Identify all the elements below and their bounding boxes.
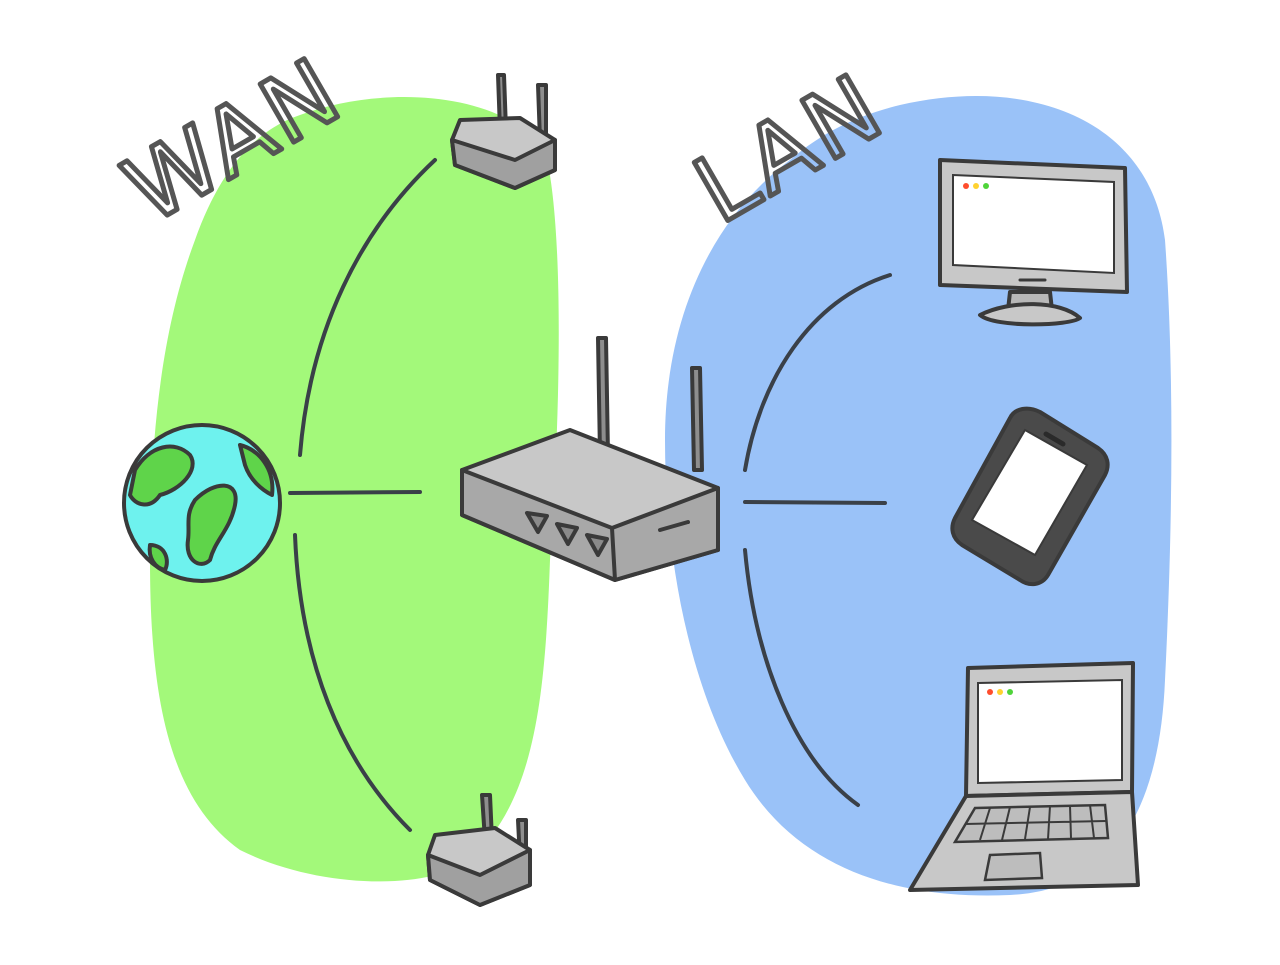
access-point-top-icon [450,73,557,190]
wire-router-to-laptop [743,548,860,807]
smartphone-icon [950,406,1110,587]
wan-zone [150,97,559,882]
wire-router-to-phone [743,500,887,505]
wire-globe-to-router [288,490,422,495]
router-icon [460,336,720,582]
wire-globe-to-ap-top [298,158,437,457]
wire-router-to-desktop [743,273,892,472]
laptop-icon [908,661,1140,892]
wire-globe-to-ap-bottom [293,533,412,832]
globe-icon [122,423,282,583]
access-point-bottom-icon [426,793,532,907]
desktop-monitor-icon [938,158,1129,327]
